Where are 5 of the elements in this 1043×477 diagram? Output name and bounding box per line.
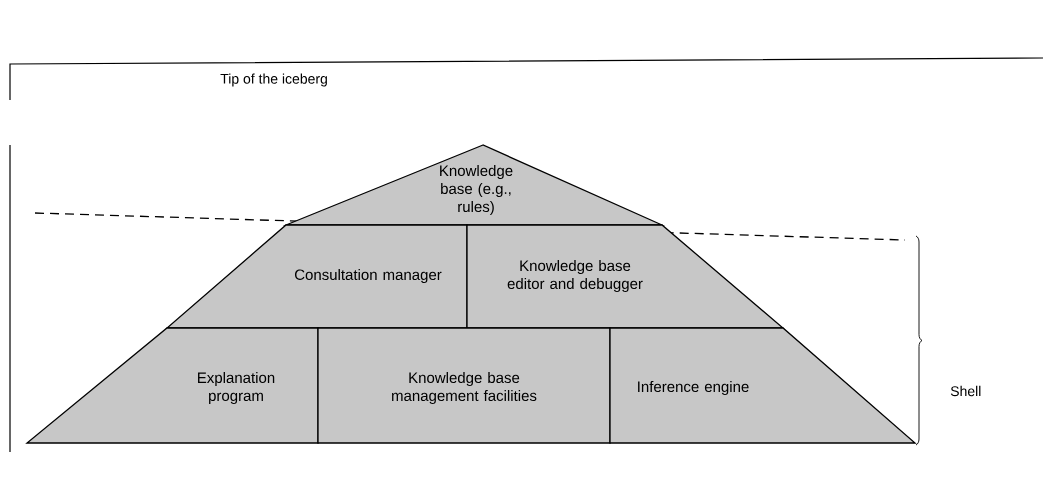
pyramid-section: Knowledge base editor and debugger [466, 224, 785, 329]
text-label: Shell [950, 385, 981, 397]
text-label: Tip of the iceberg [220, 73, 327, 87]
pyramid-section: Inference engine [609, 327, 917, 444]
pyramid-section: Knowledge base management facilities [317, 327, 611, 444]
